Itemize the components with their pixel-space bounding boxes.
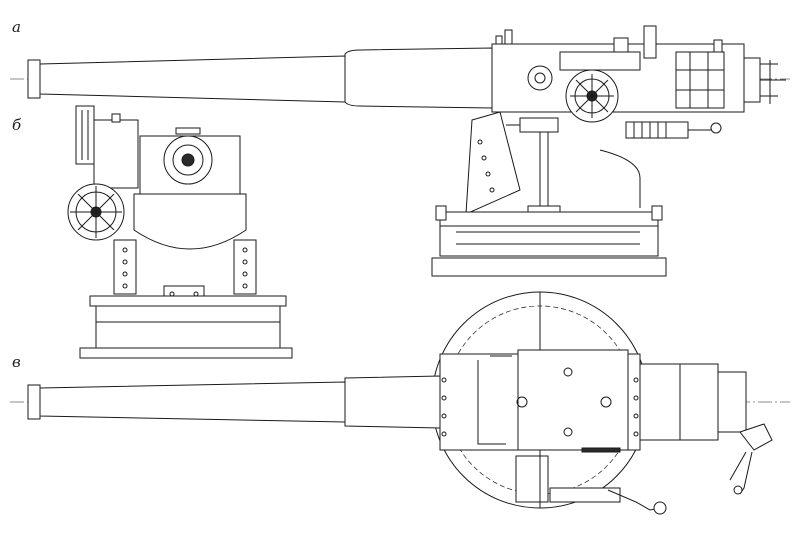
front-shield-plate [75,105,95,165]
side-muzzle [27,59,41,99]
top-barrel [27,375,441,429]
front-base-ring [89,295,287,307]
front-base [95,305,281,349]
top-view [10,291,790,515]
front-sight-bracket [93,119,139,189]
side-barrel [27,47,493,109]
top-slide [517,349,629,451]
front-foot [79,347,293,359]
side-recoil-cylinder [519,117,559,133]
side-breech-mechanism [491,25,786,139]
front-view [67,105,293,359]
side-gear [527,65,553,91]
top-handwheel-bracket [515,455,549,503]
side-breech-plate [743,57,761,103]
side-view [10,25,790,277]
view-label-front: б [12,116,22,134]
top-breech-block [639,363,719,441]
front-left-column [113,239,137,295]
top-chase [39,381,346,423]
top-muzzle [27,384,41,420]
side-base [439,225,659,257]
top-breech-jacket [344,375,441,429]
top-handle-knob [653,501,667,515]
side-base-ring [439,211,659,227]
side-pedestal [431,111,667,277]
side-cable [599,149,641,208]
top-breech-plate [717,371,747,433]
top-firing-handle [739,423,773,451]
view-label-top: в [12,353,21,371]
side-breech-jacket [344,47,493,109]
side-recoil-spring [625,121,689,139]
front-yoke [133,193,247,250]
side-foot [431,257,667,277]
top-elevating-rack [581,447,621,453]
front-right-column [233,239,257,295]
side-breech-block [675,51,725,109]
side-chase [39,55,346,103]
view-label-side: а [12,18,21,36]
side-trunnion-arm [465,111,521,215]
